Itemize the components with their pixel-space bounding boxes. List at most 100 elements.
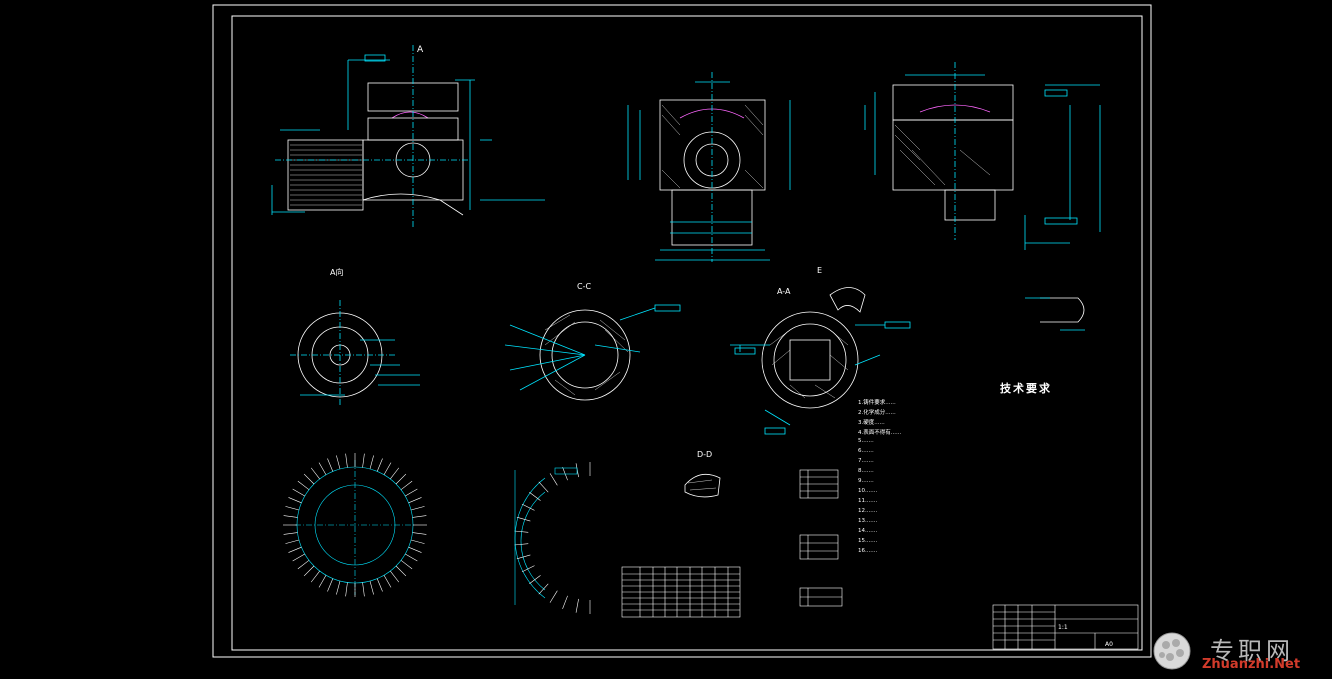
radial-spoke	[362, 453, 365, 468]
radial-pattern-large	[283, 453, 427, 597]
radial-spoke	[362, 582, 365, 597]
title-block-sheet: A0	[1105, 641, 1113, 648]
radial-spoke	[336, 580, 341, 595]
radial-spoke	[376, 458, 383, 472]
tech-note: 11.......	[858, 498, 878, 504]
view-label-a-view: A向	[330, 267, 343, 277]
radial-spoke	[297, 560, 310, 570]
small-table-2	[799, 534, 839, 560]
radial-spoke	[514, 530, 529, 533]
radial-spoke	[514, 543, 529, 546]
radial-spoke	[549, 590, 558, 603]
radial-spoke	[390, 467, 400, 480]
radial-spoke	[345, 453, 348, 468]
outer-frame	[212, 4, 1152, 658]
radial-spoke	[327, 458, 334, 472]
radial-spoke	[408, 546, 422, 553]
radial-spoke	[369, 580, 374, 595]
inner-frame	[231, 15, 1143, 651]
radial-spoke	[521, 565, 535, 573]
front-view-left	[271, 45, 545, 228]
radial-spoke	[303, 473, 315, 485]
radial-spoke	[292, 553, 305, 562]
radial-spoke	[390, 570, 400, 583]
tech-note: 6.......	[858, 448, 874, 454]
watermark-en: Zhuanzhi.Net	[1202, 657, 1301, 672]
tech-note: 12.......	[858, 508, 878, 514]
radial-spoke	[285, 539, 300, 544]
tech-note: 2.化学成分......	[858, 410, 896, 416]
tech-note: 3.硬度......	[858, 420, 885, 426]
radial-spoke	[562, 595, 568, 609]
section-view-right	[864, 62, 1101, 250]
radial-spoke	[400, 480, 413, 490]
tech-note: 9.......	[858, 478, 874, 484]
radial-spoke	[283, 532, 298, 535]
tech-note: 1.铸件要求......	[858, 400, 896, 406]
radial-spoke	[516, 516, 531, 522]
radial-spoke	[285, 506, 300, 511]
radial-spoke	[310, 570, 320, 583]
view-a-circle	[290, 300, 420, 405]
radial-spoke	[318, 575, 327, 588]
tech-requirements-title: 技术要求	[1000, 382, 1052, 395]
radial-spoke	[327, 578, 334, 592]
gear-data-table	[621, 566, 741, 618]
title-block-scale: 1:1	[1058, 624, 1068, 631]
tech-note: 5.......	[858, 438, 874, 444]
radial-spoke	[369, 455, 374, 470]
tech-note: 16.......	[858, 548, 878, 554]
radial-spoke	[336, 455, 341, 470]
radial-spoke	[303, 565, 315, 577]
tech-note: 15.......	[858, 538, 878, 544]
site-watermark: 专职网 Zhuanzhi.Net	[1146, 629, 1326, 673]
view-label-a: A	[417, 45, 424, 55]
view-label-dd: D-D	[697, 450, 712, 459]
radial-spoke	[400, 560, 413, 570]
radial-spoke	[538, 583, 549, 595]
radial-spoke	[383, 462, 392, 475]
watermark-logo-icon	[1153, 632, 1191, 670]
radial-spoke	[516, 554, 531, 560]
tech-note: 14.......	[858, 528, 878, 534]
detail-small-right	[1025, 297, 1085, 331]
view-cc-section	[504, 304, 681, 401]
radial-spoke	[412, 532, 427, 535]
radial-spoke	[538, 481, 549, 493]
radial-spoke	[288, 497, 302, 504]
radial-spoke	[575, 463, 579, 478]
watermark-cn: 专职网	[1210, 637, 1294, 665]
radial-spoke	[395, 565, 407, 577]
small-table-3	[799, 587, 843, 607]
radial-spoke	[521, 503, 535, 511]
radial-spoke	[318, 462, 327, 475]
radial-spoke	[529, 575, 541, 585]
view-label-aa: A-A	[777, 287, 791, 296]
radial-spoke	[283, 515, 298, 518]
radial-spoke	[297, 480, 310, 490]
radial-spoke	[410, 506, 425, 511]
radial-spoke	[395, 473, 407, 485]
view-label-e: E	[817, 266, 822, 275]
tech-note: 13.......	[858, 518, 878, 524]
radial-spoke	[529, 491, 541, 501]
radial-spoke	[405, 553, 418, 562]
tech-note: 8.......	[858, 468, 874, 474]
radial-spoke	[410, 539, 425, 544]
radial-spoke	[383, 575, 392, 588]
radial-spoke	[288, 546, 302, 553]
radial-spoke	[412, 515, 427, 518]
radial-spoke	[376, 578, 383, 592]
section-view-center	[627, 72, 791, 262]
radial-spoke	[292, 488, 305, 497]
tech-note: 10.......	[858, 488, 878, 494]
small-table-1	[799, 469, 839, 499]
tech-note: 4.表面不得有......	[858, 430, 902, 436]
tech-note: 7.......	[858, 458, 874, 464]
radial-spoke	[575, 598, 579, 613]
radial-spoke	[310, 467, 320, 480]
radial-spoke	[562, 467, 568, 481]
title-block	[992, 604, 1139, 650]
view-label-cc: C-C	[577, 282, 591, 291]
